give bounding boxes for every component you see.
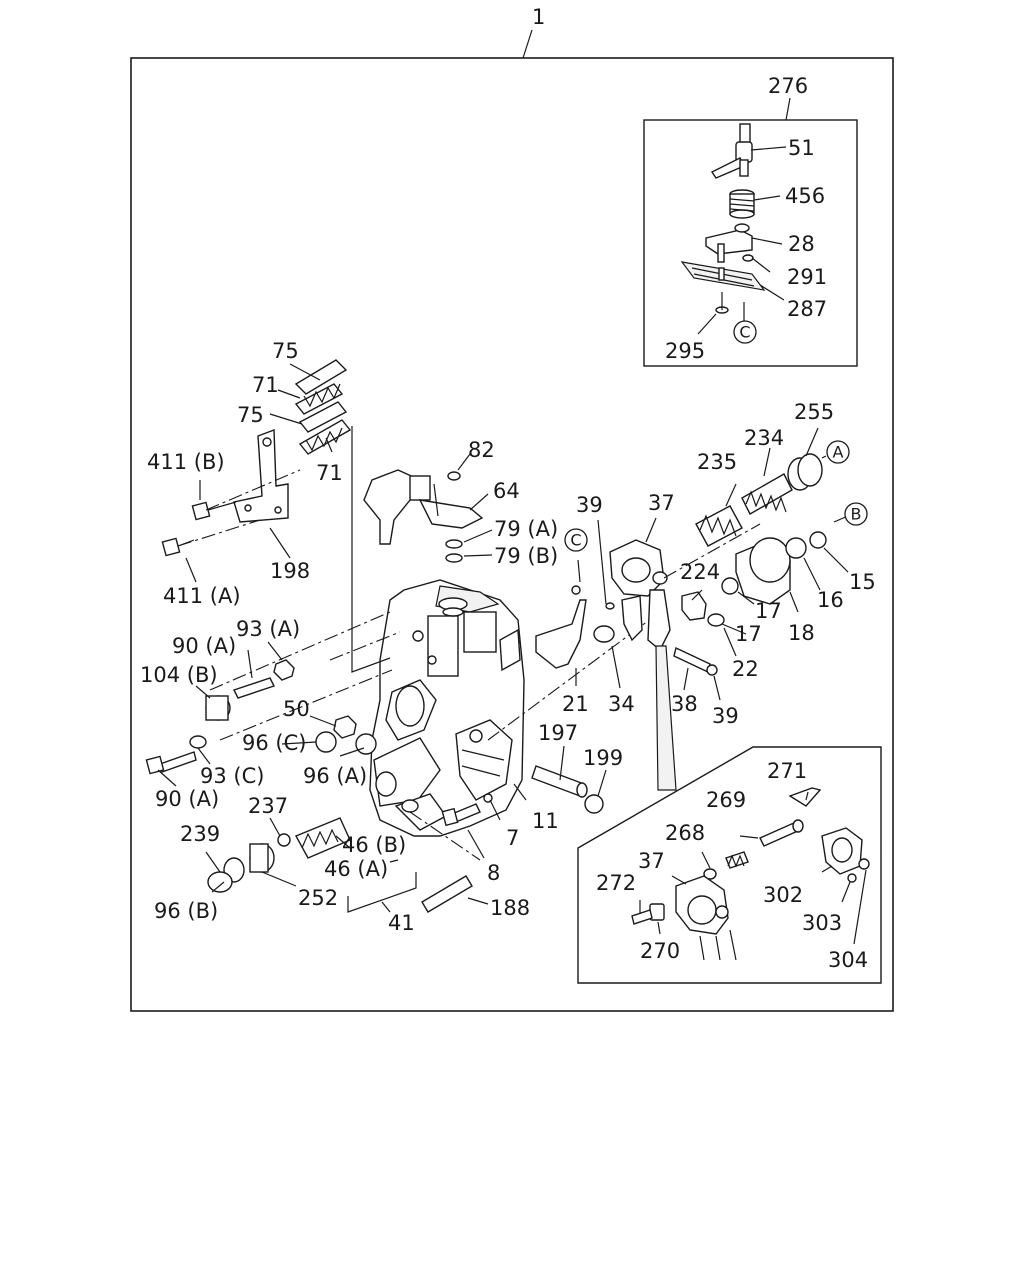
label-82: 82 bbox=[468, 438, 495, 462]
assembly-label: 1 bbox=[532, 5, 545, 29]
label-96a: 96 (A) bbox=[303, 764, 367, 788]
callout-b: B bbox=[844, 502, 868, 526]
label-303: 303 bbox=[802, 911, 842, 935]
label-46a: 46 (A) bbox=[324, 857, 388, 881]
inset-frame-271 bbox=[577, 746, 882, 984]
svg-text:B: B bbox=[851, 505, 862, 524]
label-411b: 411 (B) bbox=[147, 450, 225, 474]
label-15: 15 bbox=[849, 570, 876, 594]
label-28: 28 bbox=[788, 232, 815, 256]
label-188: 188 bbox=[490, 896, 530, 920]
assembly-leader bbox=[522, 29, 533, 59]
label-234: 234 bbox=[744, 426, 784, 450]
label-237: 237 bbox=[248, 794, 288, 818]
label-104b: 104 (B) bbox=[140, 663, 218, 687]
bracket-198 bbox=[161, 429, 289, 557]
inset-frame-276 bbox=[643, 119, 858, 367]
label-199: 199 bbox=[583, 746, 623, 770]
label-51: 51 bbox=[788, 136, 815, 160]
label-304: 304 bbox=[828, 948, 868, 972]
label-75-upper: 75 bbox=[272, 339, 299, 363]
label-17-upper: 17 bbox=[755, 599, 782, 623]
label-268: 268 bbox=[665, 821, 705, 845]
label-38: 38 bbox=[671, 692, 698, 716]
svg-text:A: A bbox=[833, 443, 844, 462]
inset-276-parts bbox=[680, 123, 766, 314]
callout-c-mid: C bbox=[564, 528, 588, 552]
label-37: 37 bbox=[648, 491, 675, 515]
label-255: 255 bbox=[794, 400, 834, 424]
label-224: 224 bbox=[680, 560, 720, 584]
label-17-lower: 17 bbox=[735, 622, 762, 646]
label-21: 21 bbox=[562, 692, 589, 716]
label-456: 456 bbox=[785, 184, 825, 208]
svg-text:C: C bbox=[570, 531, 581, 550]
label-34: 34 bbox=[608, 692, 635, 716]
label-50: 50 bbox=[283, 697, 310, 721]
label-272: 272 bbox=[596, 871, 636, 895]
label-16: 16 bbox=[817, 588, 844, 612]
spring-group-75-71 bbox=[294, 359, 352, 455]
label-291: 291 bbox=[787, 265, 827, 289]
label-239: 239 bbox=[180, 822, 220, 846]
label-71-lower: 71 bbox=[316, 461, 343, 485]
lever-64 bbox=[363, 469, 484, 563]
label-7: 7 bbox=[506, 826, 519, 850]
label-276: 276 bbox=[768, 74, 808, 98]
label-252: 252 bbox=[298, 886, 338, 910]
label-411a: 411 (A) bbox=[163, 584, 241, 608]
main-frame bbox=[130, 57, 894, 1012]
label-93a: 93 (A) bbox=[236, 617, 300, 641]
label-235: 235 bbox=[697, 450, 737, 474]
label-37-inset: 37 bbox=[638, 849, 665, 873]
label-287: 287 bbox=[787, 297, 827, 321]
pin-197-ball-199 bbox=[531, 765, 604, 814]
label-198: 198 bbox=[270, 559, 310, 583]
label-39-lower: 39 bbox=[712, 704, 739, 728]
lever-group-right bbox=[535, 539, 739, 791]
label-295: 295 bbox=[665, 339, 705, 363]
label-64: 64 bbox=[493, 479, 520, 503]
label-41: 41 bbox=[388, 911, 415, 935]
callout-c-top: C bbox=[733, 320, 757, 344]
spring-cap-parts bbox=[695, 453, 827, 605]
label-269: 269 bbox=[706, 788, 746, 812]
label-8: 8 bbox=[487, 861, 500, 885]
label-90a-bottom: 90 (A) bbox=[155, 787, 219, 811]
label-96c: 96 (C) bbox=[242, 731, 306, 755]
label-39-upper: 39 bbox=[576, 493, 603, 517]
label-79a: 79 (A) bbox=[494, 517, 558, 541]
svg-text:C: C bbox=[739, 323, 750, 342]
label-18: 18 bbox=[788, 621, 815, 645]
label-46b: 46 (B) bbox=[342, 833, 406, 857]
label-11: 11 bbox=[532, 809, 559, 833]
part-labels: 276 51 456 28 291 287 295 75 71 75 71 41… bbox=[140, 74, 876, 972]
label-22: 22 bbox=[732, 657, 759, 681]
label-96b: 96 (B) bbox=[154, 899, 218, 923]
label-71-upper: 71 bbox=[252, 373, 279, 397]
label-93c: 93 (C) bbox=[200, 764, 264, 788]
label-90a-top: 90 (A) bbox=[172, 634, 236, 658]
label-270: 270 bbox=[640, 939, 680, 963]
label-271: 271 bbox=[767, 759, 807, 783]
label-197: 197 bbox=[538, 721, 578, 745]
label-302: 302 bbox=[763, 883, 803, 907]
governor-housing bbox=[369, 579, 525, 837]
label-79b: 79 (B) bbox=[494, 544, 558, 568]
inset-271-parts bbox=[631, 787, 870, 961]
label-75-lower: 75 bbox=[237, 403, 264, 427]
callout-a: A bbox=[826, 440, 850, 464]
